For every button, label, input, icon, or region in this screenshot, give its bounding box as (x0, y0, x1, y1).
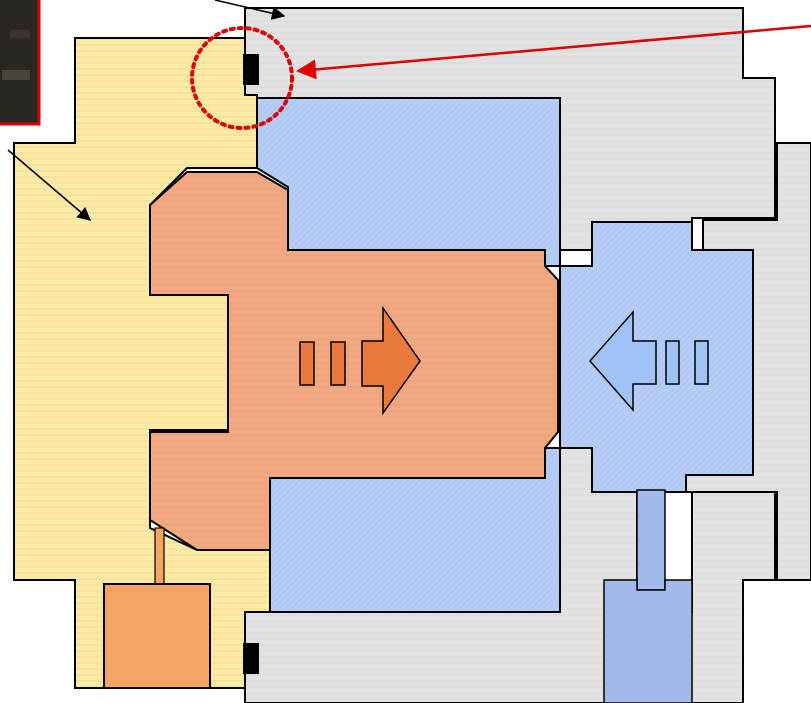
upper-seal (243, 54, 259, 85)
callout-arrow-left (7, 149, 92, 221)
lower-seal (243, 643, 259, 674)
arrow-bar-2 (330, 341, 346, 386)
push-left-arrow (589, 310, 709, 412)
yellow-housing (13, 37, 271, 689)
orange-base-block (103, 583, 211, 689)
blue-stem (636, 489, 666, 591)
seal-highlight-circle (190, 26, 294, 130)
arrow-head-right (361, 305, 421, 416)
arrow-bar-1 (299, 341, 315, 386)
push-right-arrow (299, 305, 421, 416)
photo-detail (2, 70, 30, 80)
photo-detail-2 (10, 30, 30, 38)
arrow-bar-4 (694, 340, 709, 385)
blue-stem-base (603, 579, 693, 703)
orange-neck (154, 527, 165, 585)
orange-piston (149, 171, 559, 551)
arrow-head-left (589, 310, 657, 412)
callout-arrow-highlight (296, 24, 811, 80)
blue-upper-block (256, 97, 561, 267)
arrow-bar-3 (665, 340, 680, 385)
inset-photo (0, 0, 41, 126)
callout-arrow-top-left (214, 0, 286, 20)
photo-thumbnail-icon (0, 0, 41, 126)
